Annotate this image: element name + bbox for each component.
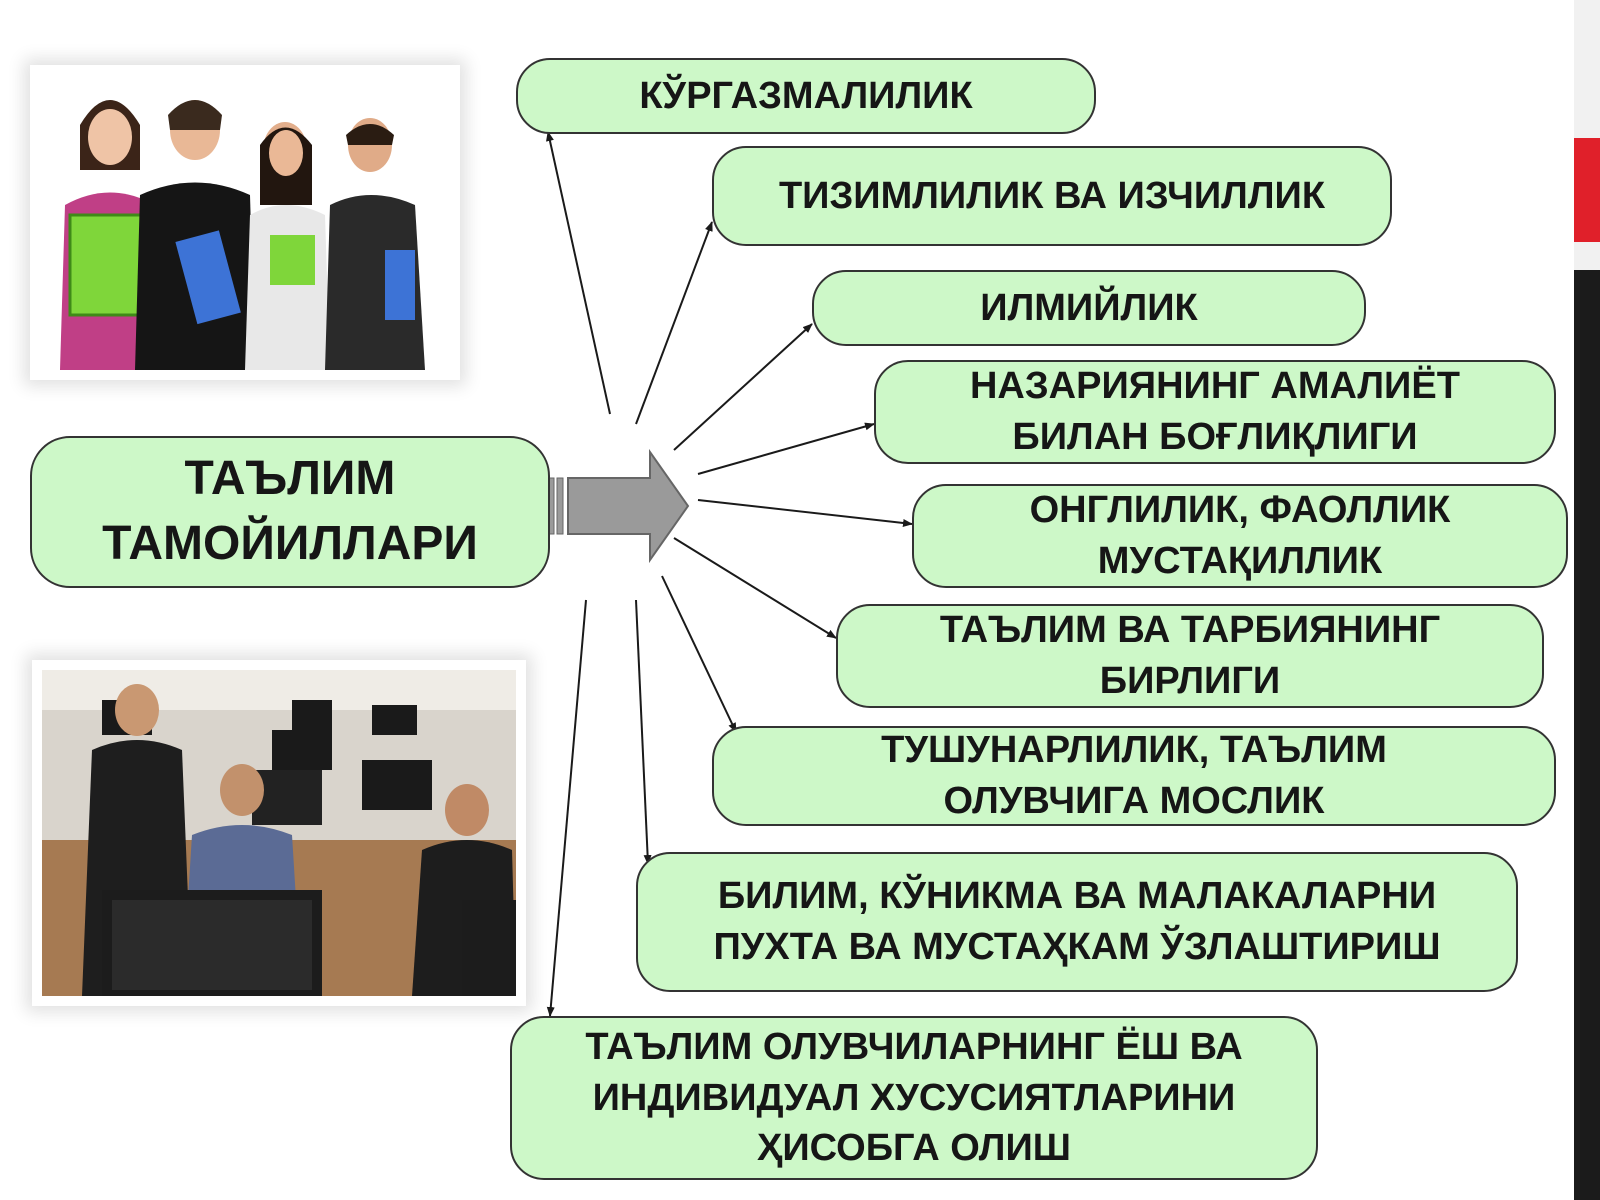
classroom-photo — [32, 660, 526, 1006]
principle-box-5: ОНГЛИЛИК, ФАОЛЛИК МУСТАҚИЛЛИК — [912, 484, 1568, 588]
arrow-to-principle-1 — [546, 131, 611, 415]
arrow-to-principle-8 — [635, 599, 652, 865]
principle-box-9: ТАЪЛИМ ОЛУВЧИЛАРНИНГ ЁШ ВА ИНДИВИДУАЛ ХУ… — [510, 1016, 1318, 1180]
principle-box-7: ТУШУНАРЛИЛИК, ТАЪЛИМ ОЛУВЧИГА МОСЛИК — [712, 726, 1556, 826]
principle-box-8: БИЛИМ, КЎНИКМА ВА МАЛАКАЛАРНИ ПУХТА ВА М… — [636, 852, 1518, 992]
main-topic-box: ТАЪЛИМ ТАМОЙИЛЛАРИ — [30, 436, 550, 588]
principle-box-6: ТАЪЛИМ ВА ТАРБИЯНИНГ БИРЛИГИ — [836, 604, 1544, 708]
principle-box-3: ИЛМИЙЛИК — [812, 270, 1366, 346]
principle-box-2: ТИЗИМЛИЛИК ВА ИЗЧИЛЛИК — [712, 146, 1392, 246]
principle-box-4: НАЗАРИЯНИНГ АМАЛИЁТ БИЛАН БОҒЛИҚЛИГИ — [874, 360, 1556, 464]
arrow-to-principle-7 — [661, 575, 737, 733]
arrow-to-principle-9 — [546, 599, 587, 1017]
arrow-to-principle-4 — [697, 422, 875, 475]
arrow-to-principle-3 — [673, 323, 813, 451]
students-photo — [30, 65, 460, 380]
principle-box-1: КЎРГАЗМАЛИЛИК — [516, 58, 1096, 134]
arrow-to-principle-2 — [635, 221, 713, 425]
arrow-to-principle-6 — [673, 537, 837, 639]
block-arrow — [547, 448, 690, 564]
slide-edge-accent — [1574, 138, 1600, 242]
arrow-to-principle-5 — [697, 499, 913, 527]
